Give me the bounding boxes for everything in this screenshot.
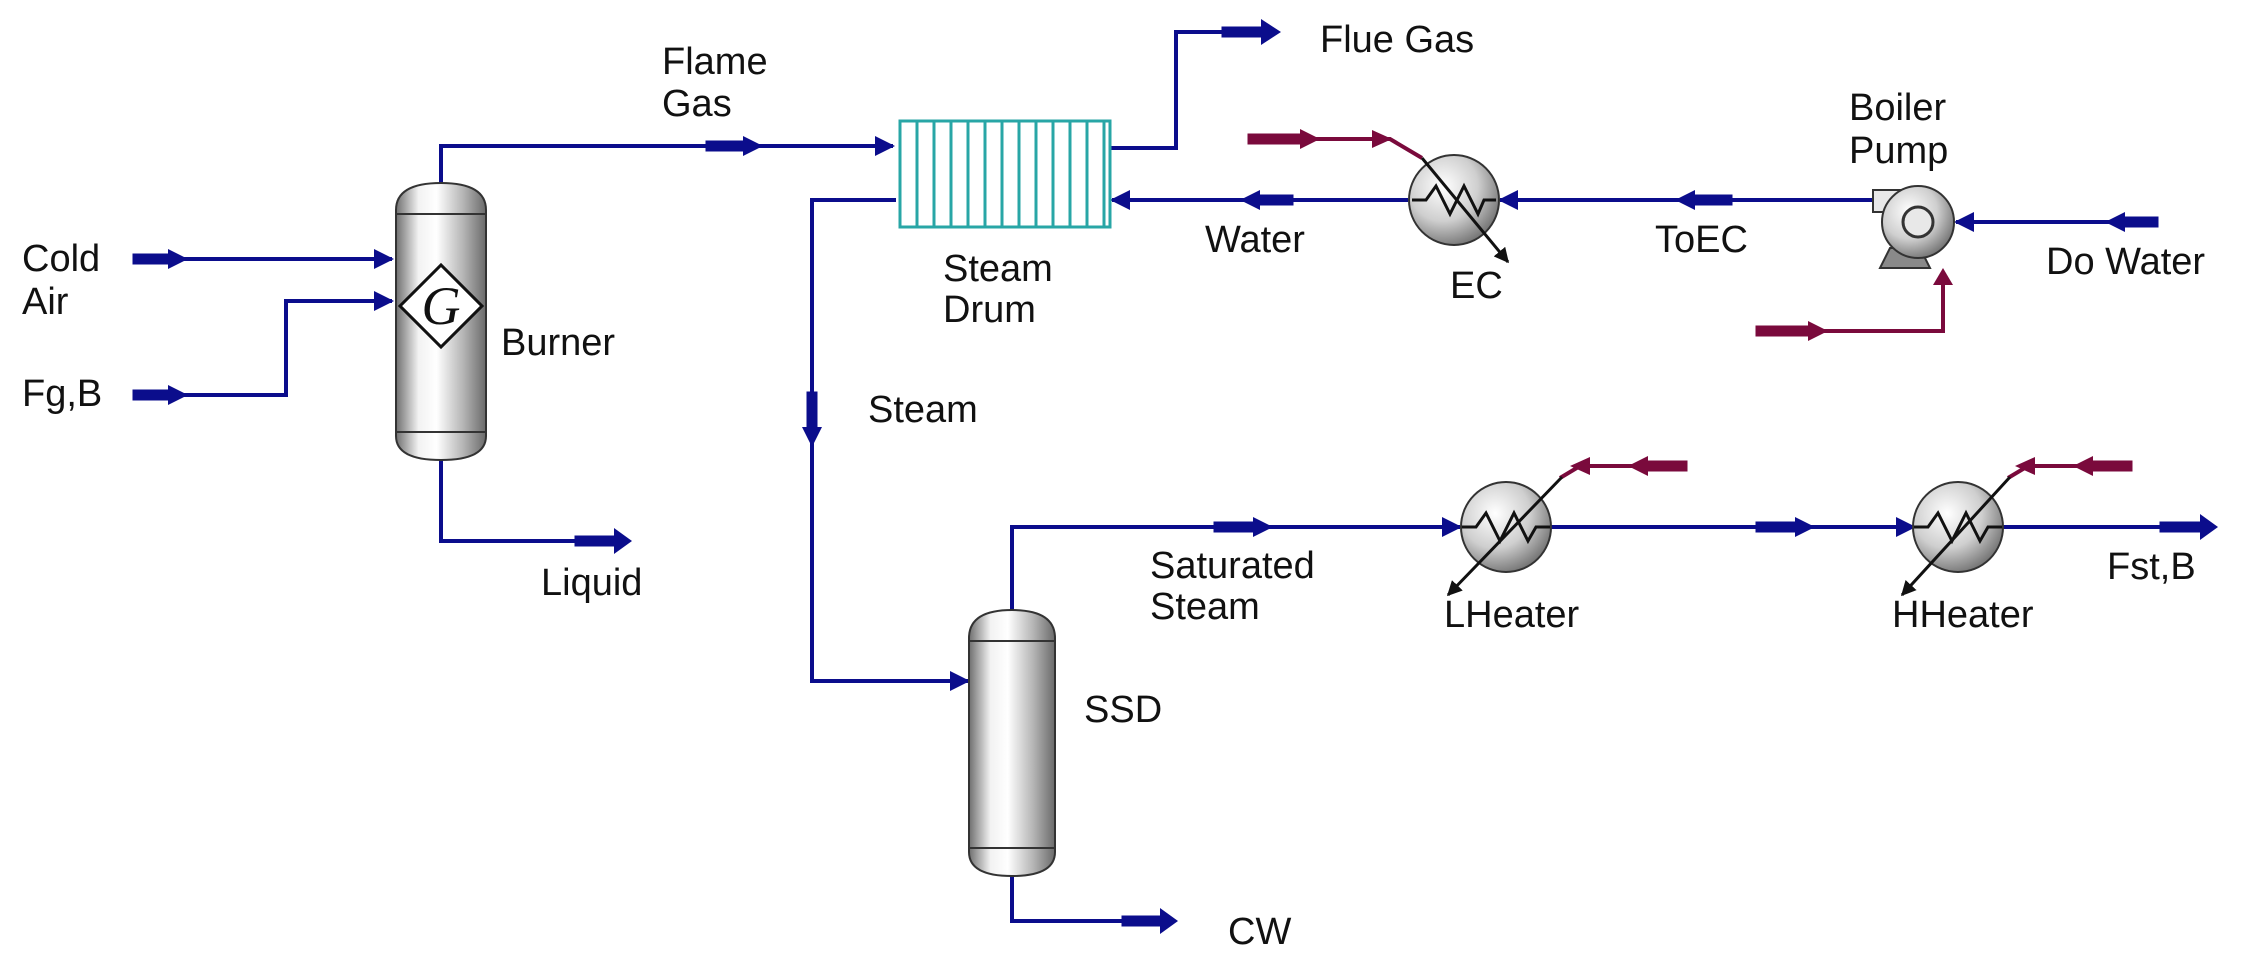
boiler-pump[interactable] [1872, 185, 1955, 269]
lheater-heater[interactable] [1446, 475, 1564, 597]
label-boiler-pump-line1: Boiler [1849, 87, 1946, 129]
label-flue-gas: Flue Gas [1320, 19, 1474, 61]
utility-arrow [2073, 456, 2093, 476]
utility-marker-bar [2089, 460, 2133, 472]
label-cw: CW [1228, 911, 1291, 953]
label-cold-air-line2: Air [22, 281, 69, 323]
heater-outlet-arrow [1420, 157, 1510, 264]
ec-heater[interactable] [1408, 154, 1510, 264]
label-cold-air-line1: Cold [22, 238, 100, 280]
burner-vessel[interactable]: G [395, 181, 487, 462]
label-do-water: Do Water [2046, 241, 2205, 283]
utility-marker-bar [1247, 133, 1303, 145]
stream-liquid[interactable] [439, 460, 626, 543]
label-lheater: LHeater [1444, 594, 1580, 636]
label-boiler-pump-line2: Pump [1849, 130, 1948, 172]
ssd-vessel[interactable] [968, 608, 1056, 878]
label-hheater: HHeater [1892, 594, 2034, 636]
utility-marker-bar [1755, 325, 1811, 337]
stream-marker-arrow [1253, 517, 1273, 537]
utility-arrow [1628, 456, 1648, 476]
hheater-heater[interactable] [1900, 475, 2012, 597]
stream-marker-bar [2121, 216, 2159, 228]
heater-outlet-arrow [1900, 475, 2012, 597]
label-burner: Burner [501, 322, 615, 364]
stream-fg-b[interactable] [133, 291, 394, 397]
heat-coil-icon [1462, 509, 1550, 545]
label-steam: Steam [868, 389, 978, 431]
stream-marker-bar [132, 253, 172, 265]
label-liquid: Liquid [541, 562, 642, 604]
stream-cw-arrow [1160, 908, 1178, 934]
stream-marker-bar [1256, 194, 1294, 206]
stream-saturated-steam[interactable] [1010, 517, 1462, 610]
utility-arrow [1570, 457, 1590, 475]
stream-marker-arrow [1795, 517, 1815, 537]
utility-pump-in[interactable] [1756, 278, 1945, 333]
label-fg-b: Fg,B [22, 373, 102, 415]
stream-flue-gas[interactable] [1110, 30, 1270, 150]
stream-marker-bar [806, 391, 818, 431]
utility-arrow [1933, 268, 1953, 285]
stream-liquid-arrow [614, 528, 632, 554]
label-saturated-steam-line1: Saturated [1150, 545, 1315, 587]
stream-marker-arrow [802, 427, 822, 447]
stream-marker-bar [1691, 194, 1733, 206]
stream-marker-bar [1121, 915, 1165, 927]
labels: Cold Air Fg,B Burner Liquid Flame Gas St… [22, 19, 2205, 953]
label-ec: EC [1450, 265, 1503, 307]
stream-marker-arrow [2105, 212, 2125, 232]
utility-arrow [1300, 129, 1320, 149]
stream-fst-b-arrow [2200, 514, 2218, 540]
stream-marker-bar [705, 140, 747, 152]
label-steam-drum-line1: Steam [943, 248, 1053, 290]
utility-marker-bar [1644, 460, 1688, 472]
label-to-ec: ToEC [1655, 219, 1748, 261]
stream-marker-bar [1221, 26, 1265, 38]
label-fst-b: Fst,B [2107, 546, 2196, 588]
stream-marker-arrow [168, 249, 188, 269]
label-steam-drum-line2: Drum [943, 289, 1036, 331]
label-water: Water [1205, 219, 1305, 261]
steam-drum-exchanger[interactable] [898, 119, 1112, 229]
stream-marker-bar [132, 389, 172, 401]
stream-marker-bar [2159, 521, 2203, 533]
label-ssd: SSD [1084, 689, 1162, 731]
utility-arrow [1808, 321, 1828, 341]
stream-marker-arrow [1675, 190, 1695, 210]
heat-coil-icon [1914, 509, 2002, 545]
label-flame-gas-line1: Flame [662, 41, 768, 83]
utility-arrow [1372, 130, 1392, 148]
stream-cw[interactable] [1010, 876, 1170, 923]
utility-arrow [2015, 457, 2035, 475]
stream-flame-gas[interactable] [439, 136, 895, 183]
label-flame-gas-line2: Gas [662, 83, 732, 125]
heater-outlet-arrow [1446, 475, 1564, 597]
stream-marker-bar [1213, 521, 1257, 533]
stream-marker-bar [1755, 521, 1799, 533]
stream-marker-bar [574, 535, 618, 547]
burner-symbol-icon: G [397, 262, 485, 350]
svg-text:G: G [422, 276, 461, 336]
stream-marker-arrow [743, 136, 763, 156]
label-saturated-steam-line2: Steam [1150, 586, 1260, 628]
stream-marker-arrow [1240, 190, 1260, 210]
stream-marker-arrow [168, 385, 188, 405]
stream-flue-gas-arrow [1261, 19, 1281, 45]
